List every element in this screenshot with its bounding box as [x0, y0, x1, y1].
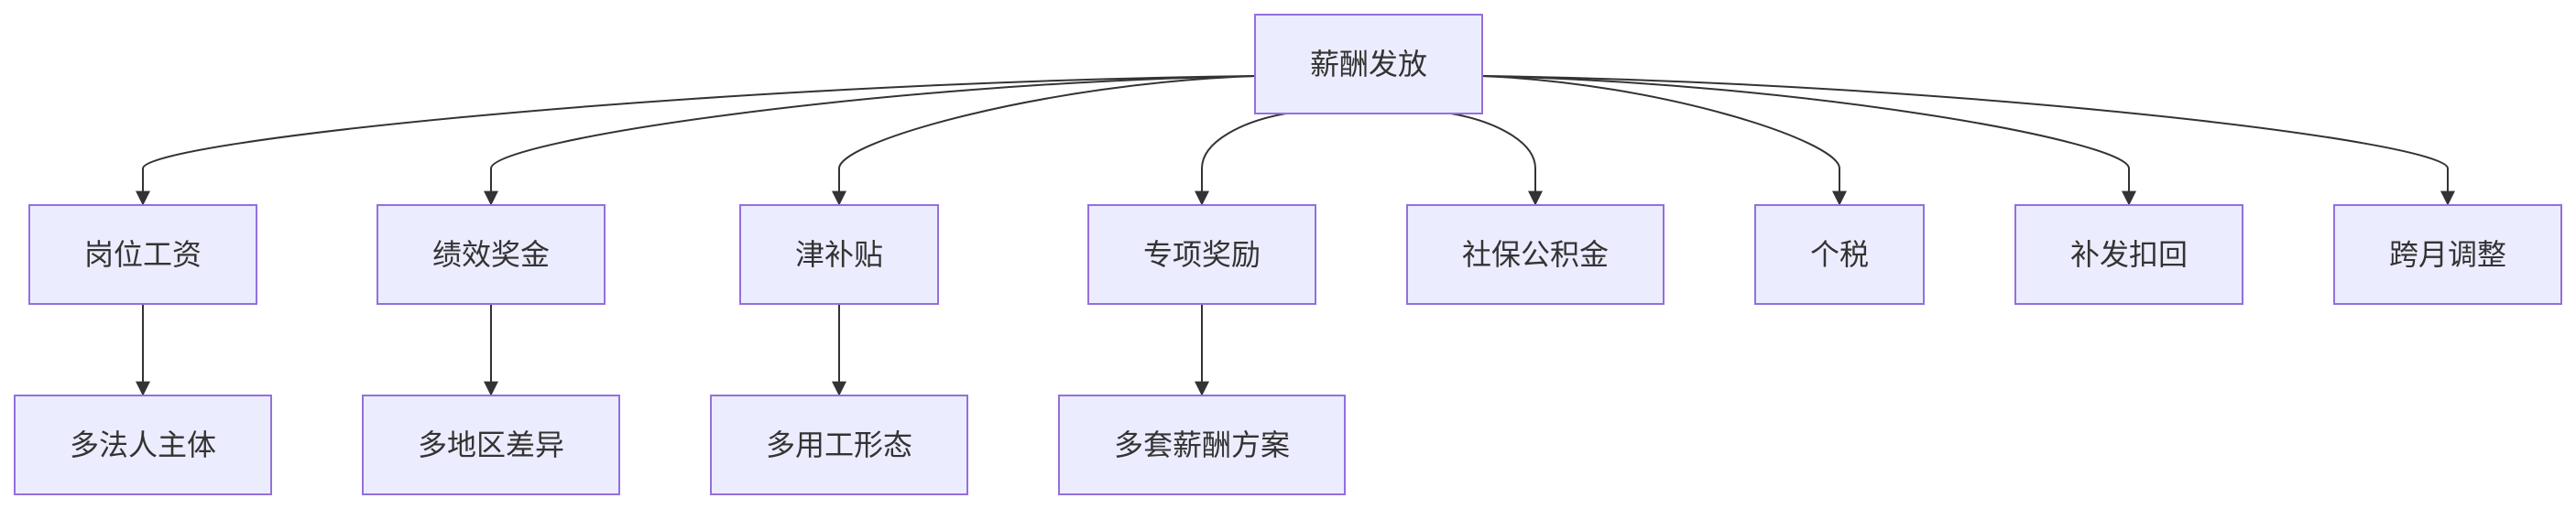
node-n5: 社保公积金	[1406, 204, 1665, 305]
node-n7: 补发扣回	[2014, 204, 2243, 305]
node-c3: 多用工形态	[710, 395, 968, 495]
node-n2: 绩效奖金	[377, 204, 606, 305]
node-label-c3: 多用工形态	[766, 428, 912, 462]
node-box-c2	[362, 395, 620, 495]
node-box-n6	[1754, 204, 1925, 305]
node-c2: 多地区差异	[362, 395, 620, 495]
node-box-n8	[2333, 204, 2562, 305]
node-label-c1: 多法人主体	[70, 428, 216, 462]
edge-root-to-n2	[484, 74, 1256, 206]
node-label-n1: 岗位工资	[84, 237, 202, 272]
node-n3: 津补贴	[739, 204, 939, 305]
edges	[136, 74, 2455, 396]
node-label-n8: 跨月调整	[2389, 237, 2506, 272]
node-n8: 跨月调整	[2333, 204, 2562, 305]
node-box-c3	[710, 395, 968, 495]
node-label-n2: 绩效奖金	[432, 237, 550, 272]
edge-root-to-n5	[1450, 113, 1543, 206]
edge-root-to-n1	[136, 74, 1256, 206]
node-label-n5: 社保公积金	[1462, 237, 1609, 272]
edge-root-to-n8	[1481, 74, 2455, 206]
node-label-n7: 补发扣回	[2070, 237, 2188, 272]
node-box-n2	[377, 204, 606, 305]
node-root: 薪酬发放	[1254, 14, 1483, 114]
node-box-n1	[28, 204, 257, 305]
node-label-n3: 津补贴	[795, 237, 883, 272]
node-box-n7	[2014, 204, 2243, 305]
edge-root-to-n4	[1195, 113, 1287, 206]
node-box-n5	[1406, 204, 1665, 305]
node-label-c4: 多套薪酬方案	[1114, 428, 1290, 462]
node-box-n3	[739, 204, 939, 305]
node-c1: 多法人主体	[14, 395, 272, 495]
edge-root-to-n7	[1481, 74, 2136, 206]
node-label-c2: 多地区差异	[418, 428, 564, 462]
node-label-n6: 个税	[1810, 237, 1869, 272]
node-n1: 岗位工资	[28, 204, 257, 305]
edge-root-to-n6	[1481, 74, 1847, 206]
node-c4: 多套薪酬方案	[1058, 395, 1346, 495]
node-box-root	[1254, 14, 1483, 114]
edge-root-to-n3	[832, 74, 1256, 206]
node-label-root: 薪酬发放	[1310, 47, 1427, 81]
node-n6: 个税	[1754, 204, 1925, 305]
node-label-n4: 专项奖励	[1143, 237, 1261, 272]
node-n4: 专项奖励	[1087, 204, 1316, 305]
node-box-n4	[1087, 204, 1316, 305]
node-box-c1	[14, 395, 272, 495]
node-box-c4	[1058, 395, 1346, 495]
